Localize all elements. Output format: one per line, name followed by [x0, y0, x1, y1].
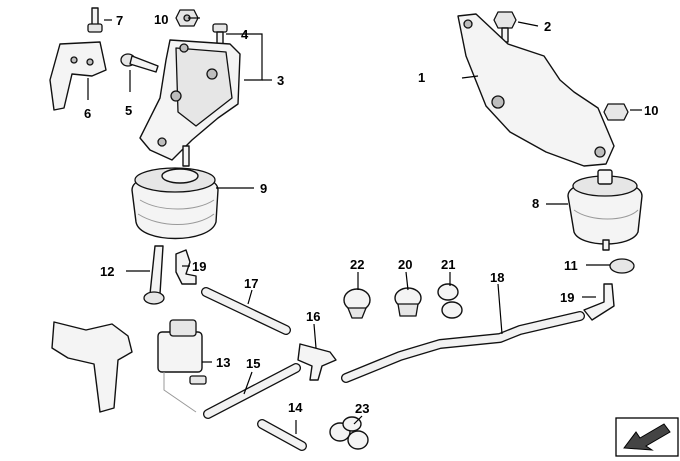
bracket-lower-left[interactable]	[51, 321, 133, 413]
nut-part-10-right[interactable]	[603, 103, 629, 121]
label-10-right: 10	[644, 103, 658, 118]
clip-part-21[interactable]	[437, 283, 463, 319]
label-19-right: 19	[560, 290, 574, 305]
bracket-part-3[interactable]	[139, 39, 241, 161]
hose-part-14[interactable]	[257, 419, 307, 451]
bolt-part-7[interactable]	[87, 7, 103, 33]
hose-part-18[interactable]	[341, 311, 585, 383]
engine-mount-part-9[interactable]	[131, 145, 219, 240]
bracket-part-1[interactable]	[457, 13, 615, 167]
label-1: 1	[418, 70, 425, 85]
nut-part-11[interactable]	[609, 258, 635, 274]
label-15: 15	[246, 356, 260, 371]
leader-lines	[87, 17, 642, 434]
label-17: 17	[244, 276, 258, 291]
label-20: 20	[398, 257, 412, 272]
label-7: 7	[116, 13, 123, 28]
bolt-part-12[interactable]	[143, 245, 165, 305]
label-2: 2	[544, 19, 551, 34]
engine-mount-part-8[interactable]	[567, 169, 643, 251]
label-18: 18	[490, 270, 504, 285]
label-13: 13	[216, 355, 230, 370]
label-6: 6	[84, 106, 91, 121]
label-19-left: 19	[192, 259, 206, 274]
hose-part-17[interactable]	[201, 287, 291, 335]
label-16: 16	[306, 309, 320, 324]
t-connector-part-16[interactable]	[297, 343, 337, 381]
direction-arrow-icon	[615, 417, 679, 457]
label-11: 11	[564, 258, 578, 273]
elbow-fitting-part-19-left[interactable]	[175, 249, 197, 285]
label-12: 12	[100, 264, 114, 279]
label-3: 3	[277, 73, 284, 88]
solenoid-valve-part-13[interactable]	[157, 319, 207, 413]
clip-part-22[interactable]	[343, 288, 371, 319]
label-23: 23	[355, 401, 369, 416]
label-9: 9	[260, 181, 267, 196]
label-22: 22	[350, 257, 364, 272]
label-5: 5	[125, 103, 132, 118]
clip-part-23[interactable]	[329, 416, 369, 450]
label-8: 8	[532, 196, 539, 211]
label-10-top: 10	[154, 12, 168, 27]
label-4: 4	[241, 27, 249, 42]
bracket-part-6[interactable]	[49, 41, 107, 111]
hose-part-15[interactable]	[203, 363, 301, 419]
label-14: 14	[288, 400, 303, 415]
bolt-part-5[interactable]	[120, 53, 159, 73]
label-21: 21	[441, 257, 455, 272]
clip-part-20[interactable]	[394, 287, 422, 317]
part-labels: 1 2 3 4 5 6 7 8 9 10 10 11 12 13 14 15 1…	[84, 12, 658, 416]
elbow-fitting-part-19-right[interactable]	[583, 283, 615, 321]
